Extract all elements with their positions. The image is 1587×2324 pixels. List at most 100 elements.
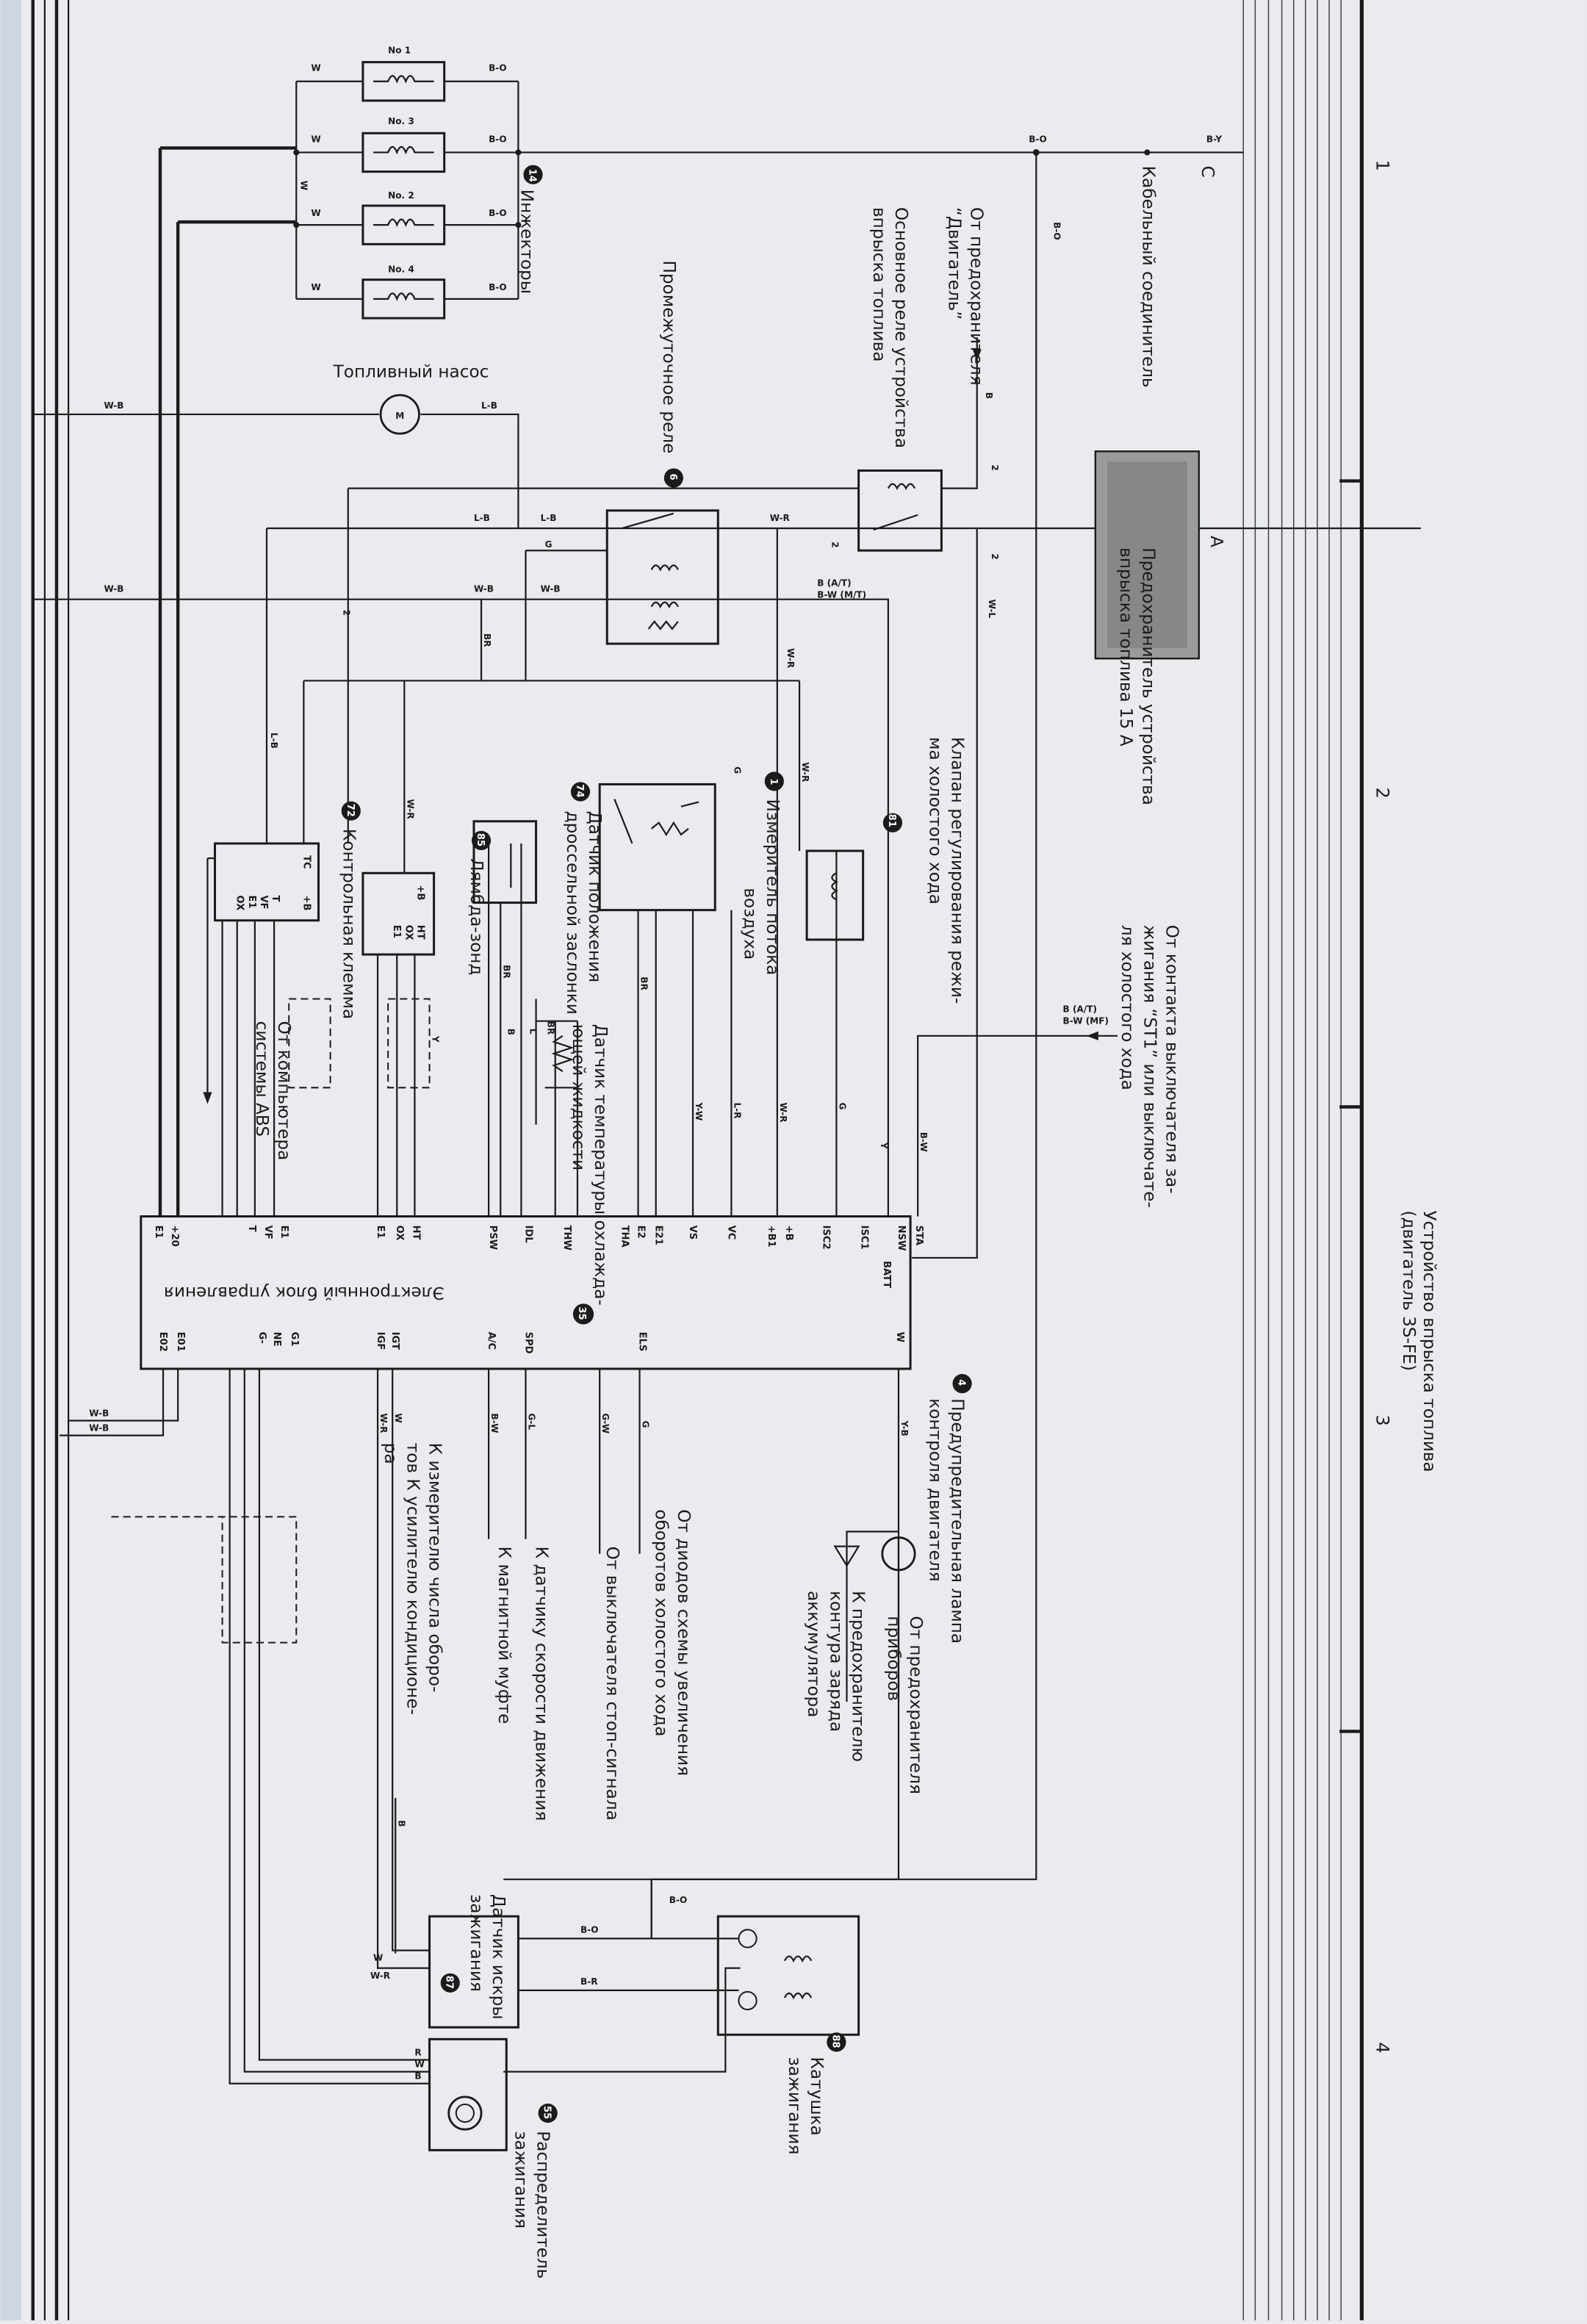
wire-color-code: W-B bbox=[104, 584, 123, 594]
wire-color-code: G bbox=[641, 1420, 651, 1428]
check-pin: T bbox=[270, 895, 281, 902]
wire-color-code: B-O bbox=[489, 63, 507, 73]
spark-sensor-label-line2: зажигания bbox=[467, 1894, 486, 1992]
throttle-sensor-label-line1: Датчик положения bbox=[585, 811, 604, 982]
throttle-sensor-contacts bbox=[488, 843, 522, 1217]
ecu-number: 35 bbox=[576, 1306, 587, 1320]
st1-note-line1: От контакта выключателя за- bbox=[1162, 925, 1181, 1194]
wire-color-code: W-R bbox=[785, 648, 796, 669]
terminal-number: 2 bbox=[990, 464, 1000, 470]
lambda-pin: +B bbox=[414, 885, 425, 900]
lambda-pin: OX bbox=[403, 925, 414, 940]
charge-fuse-line1: К предохранителю bbox=[849, 1591, 868, 1762]
wire-color-code: Y bbox=[879, 1142, 889, 1149]
check-pin: E1 bbox=[246, 895, 257, 908]
st1-note-line3: ля холостого хода bbox=[1118, 925, 1137, 1090]
ecu-pin-top: T bbox=[246, 1226, 257, 1232]
diode-icon bbox=[833, 1530, 900, 1702]
distributor-badge bbox=[538, 2103, 558, 2123]
lambda-probe-badge bbox=[471, 830, 492, 851]
note-stop-switch: От выключателя стоп-сигнала bbox=[602, 1547, 622, 1821]
wire-color-code: B-O bbox=[580, 1924, 599, 1935]
check-connector-badge bbox=[341, 801, 361, 821]
wire-color-code: W bbox=[311, 134, 320, 144]
airflow-meter-label-line2: воздуха bbox=[741, 888, 760, 960]
wire-color-code: G bbox=[732, 766, 742, 774]
intermediate-relay-badge bbox=[663, 468, 683, 488]
note-diodes-line1: От диодов схемы увеличения bbox=[674, 1509, 693, 1776]
power-wire bbox=[267, 487, 1421, 600]
diagram-title: Устройство впрыска топлива bbox=[1419, 1210, 1439, 1472]
gauge-fuse-line2: приборов bbox=[884, 1616, 903, 1701]
grid-column-3: 3 bbox=[1372, 1414, 1393, 1425]
main-relay-label-line2: впрыска топлива bbox=[869, 207, 888, 362]
check-connector-number: 72 bbox=[345, 804, 356, 817]
wire-color-code: B-O bbox=[669, 1895, 688, 1905]
wire-color-code: W-R bbox=[770, 513, 791, 523]
warning-lamp-badge bbox=[952, 1374, 972, 1394]
ecu-ground-wires bbox=[60, 1368, 179, 1436]
throttle-position-sensor bbox=[472, 820, 538, 904]
grid-column-4: 4 bbox=[1372, 2042, 1393, 2053]
wire-color-code: W-B bbox=[89, 1423, 109, 1433]
airflow-meter bbox=[598, 783, 716, 912]
wire-color-code: B-O bbox=[489, 134, 507, 144]
arrow-icon bbox=[203, 1092, 212, 1104]
wire-color-code: B-R bbox=[580, 1976, 598, 1987]
ecu-pin-batt: BATT bbox=[881, 1261, 892, 1288]
wire-color-code: B-W (MF) bbox=[1063, 1016, 1109, 1026]
scan-edge bbox=[0, 0, 21, 2320]
injector-coils bbox=[361, 61, 446, 320]
throttle-sensor-number: 74 bbox=[574, 784, 585, 797]
ignition-coil-number: 88 bbox=[830, 2035, 841, 2048]
ecu-pin-top: THW bbox=[561, 1226, 572, 1251]
wire-color-code: B-O bbox=[489, 282, 507, 292]
ecu-pin-bottom: ELS bbox=[637, 1332, 648, 1352]
wire-color-code: B-O bbox=[1029, 134, 1047, 144]
check-pin: +B bbox=[301, 895, 312, 910]
ecu-pin-top: VC bbox=[725, 1226, 736, 1240]
cable-connector-id: C bbox=[1198, 166, 1217, 178]
minus-terminal-icon bbox=[738, 1990, 757, 2011]
idle-valve-number: 81 bbox=[886, 814, 897, 827]
note-tacho-line3: ра bbox=[381, 1443, 400, 1464]
ecu-pin-bottom: A/C bbox=[486, 1332, 497, 1350]
wire-color-code: B (A/T) bbox=[817, 578, 851, 589]
fuse-label-line2: впрыска топлива 15 А bbox=[1116, 547, 1135, 747]
wire-color-code: W-B bbox=[104, 400, 123, 411]
note-speed-sensor: К датчику скорости движения bbox=[532, 1547, 551, 1821]
ecu-pin-top: E1 bbox=[375, 1226, 386, 1239]
ecu-pin-bottom: E01 bbox=[175, 1332, 186, 1352]
check-connector bbox=[214, 842, 320, 922]
injector-label: No 1 bbox=[388, 46, 411, 56]
wire-color-code: B bbox=[396, 1820, 406, 1827]
wire-color-code: W-R bbox=[405, 799, 415, 820]
check-connector-wires bbox=[206, 857, 276, 1217]
spark-sensor-number: 87 bbox=[444, 1976, 455, 1989]
main-relay-label-line1: Основное реле устройства bbox=[891, 207, 910, 448]
injector-coil-box bbox=[361, 132, 446, 173]
injector-label: No. 2 bbox=[388, 190, 414, 201]
wire-color-code: G bbox=[545, 539, 553, 550]
wire-color-code: W bbox=[311, 208, 320, 218]
wire-color-code: B bbox=[414, 2071, 421, 2082]
note-tacho-line2: тов К усилителю кондиционе- bbox=[403, 1443, 422, 1715]
ecu-pin-bottom: G- bbox=[256, 1332, 267, 1344]
ecu-pin-top: VF bbox=[262, 1226, 273, 1240]
wire-color-code: B-W bbox=[489, 1413, 500, 1433]
gauge-fuse-line1: От предохранителя bbox=[906, 1616, 925, 1794]
airflow-meter-label-line1: Измеритель потока bbox=[763, 799, 782, 976]
wire-color-code: W bbox=[414, 2059, 424, 2070]
wire-color-code: B-W bbox=[918, 1132, 929, 1152]
arrow-icon bbox=[1086, 1031, 1098, 1040]
fuel-pump-symbol: M bbox=[395, 411, 404, 421]
ignition-coil-badge bbox=[827, 2032, 846, 2052]
ecu-pin-top: E1 bbox=[278, 1226, 289, 1239]
arrow-icon bbox=[972, 349, 982, 361]
note-diodes-line2: оборотов холостого хода bbox=[652, 1509, 671, 1736]
check-connector-label: Контрольная клемма bbox=[339, 829, 359, 1019]
injectors-number: 14 bbox=[526, 169, 537, 182]
